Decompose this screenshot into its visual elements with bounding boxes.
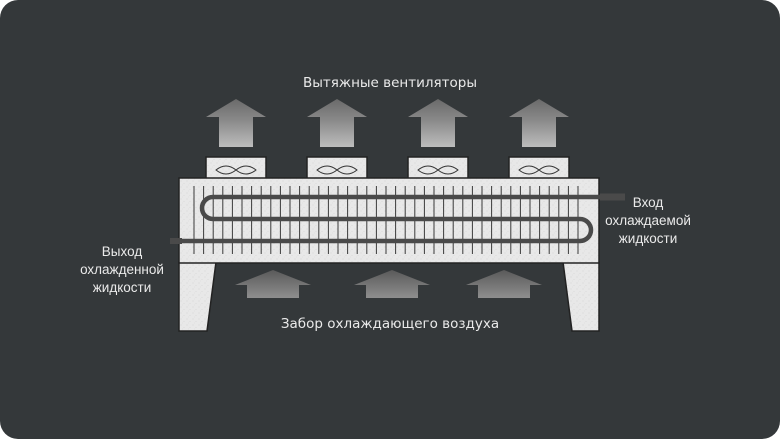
intake-arrows	[235, 270, 542, 298]
exhaust-arrow-icon	[509, 99, 569, 147]
outlet-label-line: жидкости	[92, 280, 152, 295]
exhaust-arrows	[206, 99, 569, 147]
fans	[205, 156, 570, 180]
inlet-label-line: Вход	[632, 195, 664, 210]
exhaust-arrow-icon	[307, 99, 367, 147]
outlet-label-line: Выход	[101, 244, 143, 259]
exhaust-arrow-icon	[206, 99, 266, 147]
fan-icon	[518, 165, 560, 175]
inlet-label-line: охлаждаемой	[605, 213, 691, 228]
air-intake-label: Забор охлаждающего воздуха	[280, 316, 500, 332]
inlet-label: Вход охлаждаемой жидкости	[588, 194, 708, 248]
exhaust-fans-label: Вытяжные вентиляторы	[303, 75, 477, 91]
inlet-label-line: жидкости	[618, 231, 678, 246]
intake-arrow-icon	[466, 270, 542, 298]
fan-icon	[215, 165, 257, 175]
exhaust-arrow-icon	[408, 99, 468, 147]
fan-icon	[417, 165, 459, 175]
outlet-label-line: охлажденной	[80, 262, 164, 277]
fan-icon	[316, 165, 358, 175]
intake-arrow-icon	[354, 270, 430, 298]
intake-arrow-icon	[235, 270, 311, 298]
serpentine-tube	[175, 194, 625, 244]
outlet-label: Выход охлажденной жидкости	[62, 243, 182, 297]
